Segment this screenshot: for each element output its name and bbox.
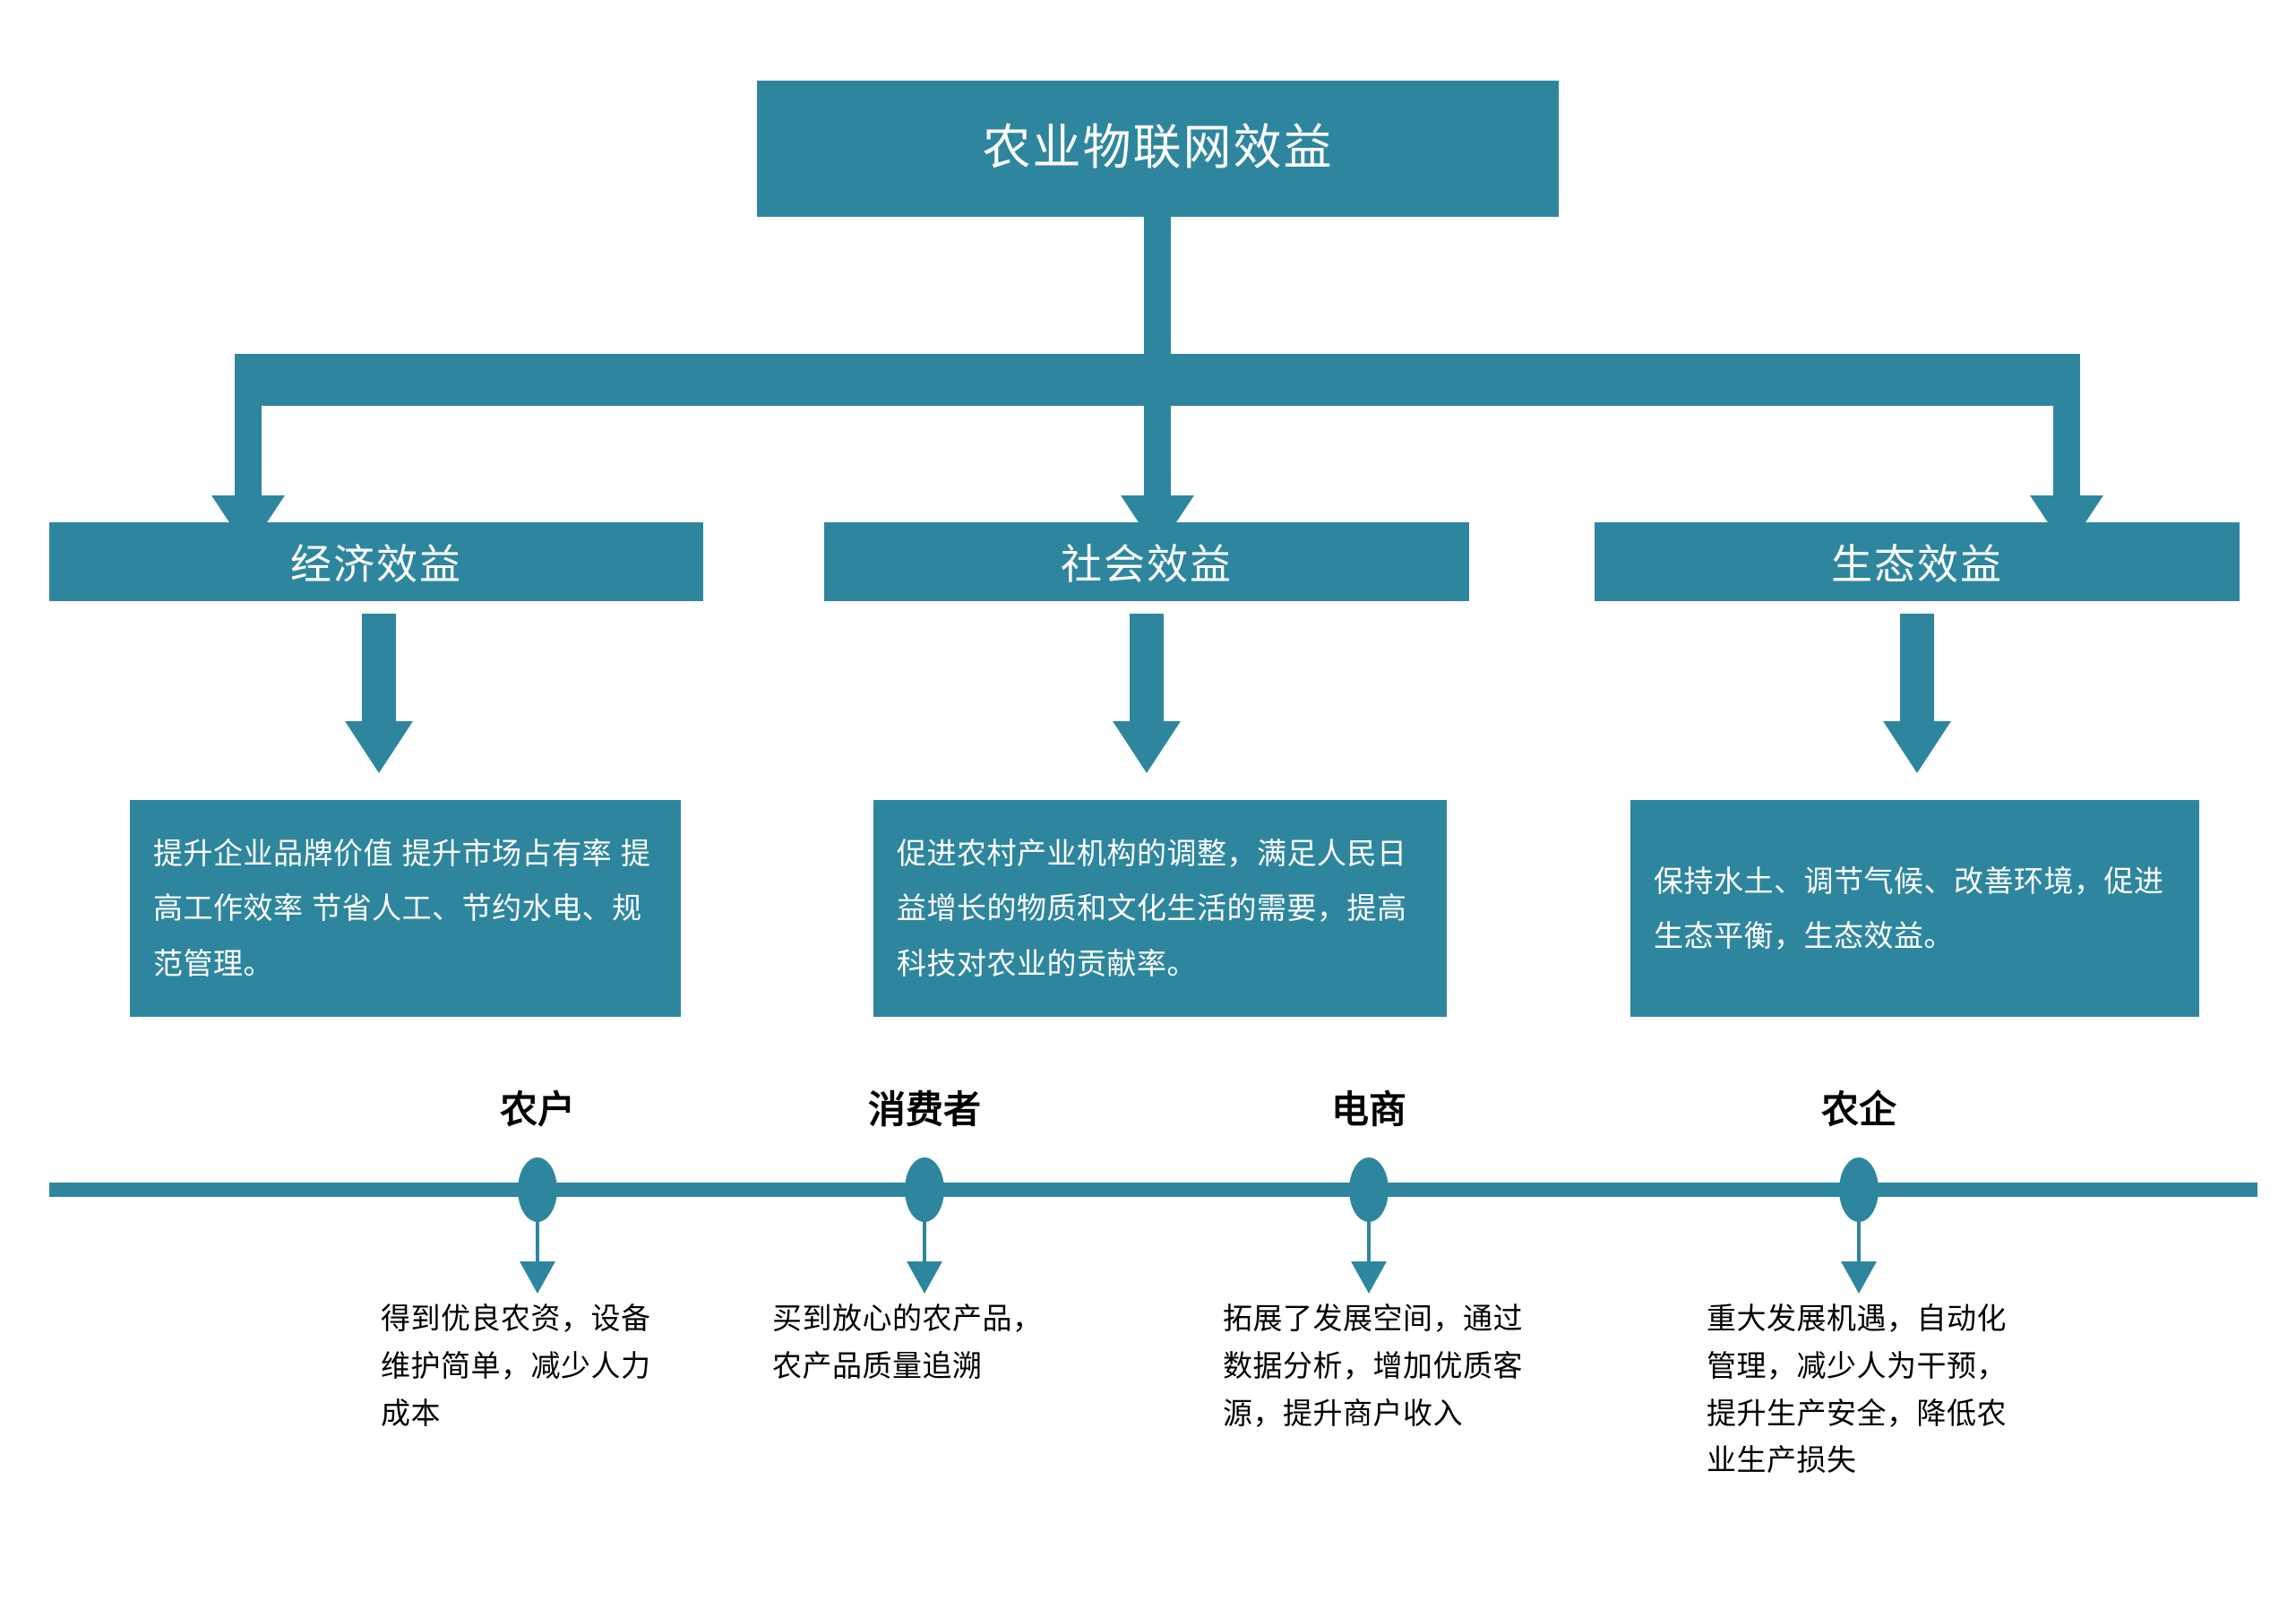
- detail-arrow-head-1: [345, 721, 413, 773]
- timeline-axis: [49, 1183, 2257, 1197]
- category-box-social: 社会效益: [824, 522, 1469, 601]
- timeline-arrow-head-farmer: [520, 1261, 555, 1294]
- timeline-arrow-stem-consumer: [923, 1197, 926, 1261]
- page-title: 农业物联网效益: [982, 121, 1334, 176]
- detail-box-social: 促进农村产业机构的调整，满足人民日益增长的物质和文化生活的需要，提高科技对农业的…: [873, 800, 1447, 1017]
- timeline-arrow-head-agri-enterprise: [1841, 1261, 1877, 1294]
- detail-arrow-head-2: [1113, 721, 1181, 773]
- category-label: 生态效益: [1831, 541, 2003, 588]
- detail-arrow-head-3: [1883, 721, 1951, 773]
- timeline-arrow-stem-farmer: [536, 1197, 539, 1261]
- timeline-arrow-stem-ecommerce: [1367, 1197, 1371, 1261]
- timeline-label-agri-enterprise: 农企: [1820, 1088, 1897, 1131]
- timeline-label-farmer: 农户: [499, 1088, 576, 1131]
- category-box-ecological: 生态效益: [1595, 522, 2240, 601]
- timeline-text-consumer: 买到放心的农产品，农产品质量追溯: [772, 1302, 1043, 1382]
- title-box: 农业物联网效益: [757, 81, 1559, 217]
- category-label: 社会效益: [1061, 541, 1233, 588]
- branch-arrow-stem-2: [1144, 406, 1171, 495]
- timeline-text-agri-enterprise: 重大发展机遇，自动化管理，减少人为干预，提升生产安全，降低农业生产损失: [1707, 1302, 2007, 1477]
- timeline-text-ecommerce: 拓展了发展空间，通过数据分析，增加优质客源，提升商户收入: [1223, 1302, 1523, 1430]
- trunk-vertical-connector: [1144, 217, 1171, 367]
- detail-box-ecological: 保持水土、调节气候、改善环境，促进生态平衡，生态效益。: [1630, 800, 2199, 1017]
- detail-text: 保持水土、调节气候、改善环境，促进生态平衡，生态效益。: [1654, 864, 2164, 952]
- timeline-arrow-stem-agri-enterprise: [1857, 1197, 1861, 1261]
- category-box-economic: 经济效益: [49, 522, 703, 601]
- timeline-text-farmer: 得到优良农资，设备维护简单，减少人力成本: [381, 1302, 651, 1430]
- detail-text: 促进农村产业机构的调整，满足人民日益增长的物质和文化生活的需要，提高科技对农业的…: [897, 837, 1407, 980]
- detail-box-economic: 提升企业品牌价值 提升市场占有率 提高工作效率 节省人工、节约水电、规范管理。: [130, 800, 681, 1017]
- detail-arrow-stem-3: [1900, 614, 1934, 721]
- trunk-horizontal-bar: [235, 354, 2080, 406]
- detail-text: 提升企业品牌价值 提升市场占有率 提高工作效率 节省人工、节约水电、规范管理。: [153, 837, 651, 980]
- timeline-label-ecommerce: 电商: [1330, 1088, 1407, 1131]
- category-label: 经济效益: [290, 541, 462, 588]
- detail-arrow-stem-2: [1130, 614, 1164, 721]
- detail-arrow-stem-1: [362, 614, 396, 721]
- branch-arrow-stem-3: [2053, 406, 2080, 495]
- timeline-arrow-head-consumer: [907, 1261, 942, 1294]
- branch-arrow-stem-1: [235, 406, 262, 495]
- timeline-arrow-head-ecommerce: [1351, 1261, 1387, 1294]
- timeline-label-consumer: 消费者: [867, 1088, 982, 1131]
